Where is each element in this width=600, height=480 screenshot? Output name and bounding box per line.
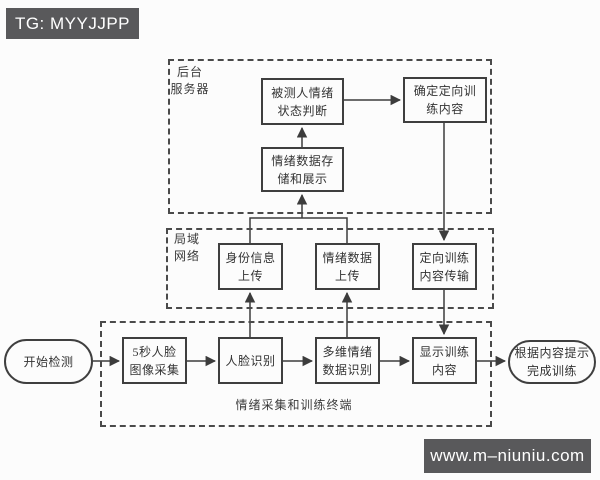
- node-training-transfer: 定向训练 内容传输: [412, 243, 477, 290]
- node-identity-upload: 身份信息 上传: [218, 243, 283, 290]
- node-display-training: 显示训练 内容: [412, 337, 477, 384]
- node-face-capture: 5秒人脸 图像采集: [122, 337, 187, 384]
- region-local-network: [166, 228, 494, 309]
- tg-badge: TG: MYYJJPP: [6, 8, 139, 39]
- node-start: 开始检测: [4, 339, 93, 384]
- node-finish-training: 根据内容提示 完成训练: [508, 340, 596, 384]
- edge-uploads-connector: [249, 217, 348, 243]
- node-emotion-judgment: 被测人情绪 状态判断: [261, 78, 344, 125]
- node-emotion-storage: 情绪数据存 储和展示: [261, 147, 344, 192]
- terminal-label: 情绪采集和训练终端: [235, 398, 353, 412]
- site-badge: www.m–niuniu.com: [424, 439, 591, 473]
- node-emotion-upload: 情绪数据 上传: [315, 243, 380, 290]
- backend-server-label: 后台 服务器: [170, 65, 210, 97]
- node-face-recognition: 人脸识别: [218, 337, 283, 384]
- region-terminal: [100, 321, 492, 427]
- local-network-label: 局域 网络: [173, 232, 200, 264]
- node-emotion-recognition: 多维情绪 数据识别: [315, 337, 380, 384]
- node-determine-training: 确定定向训 练内容: [403, 77, 487, 123]
- region-backend-server: [168, 59, 492, 214]
